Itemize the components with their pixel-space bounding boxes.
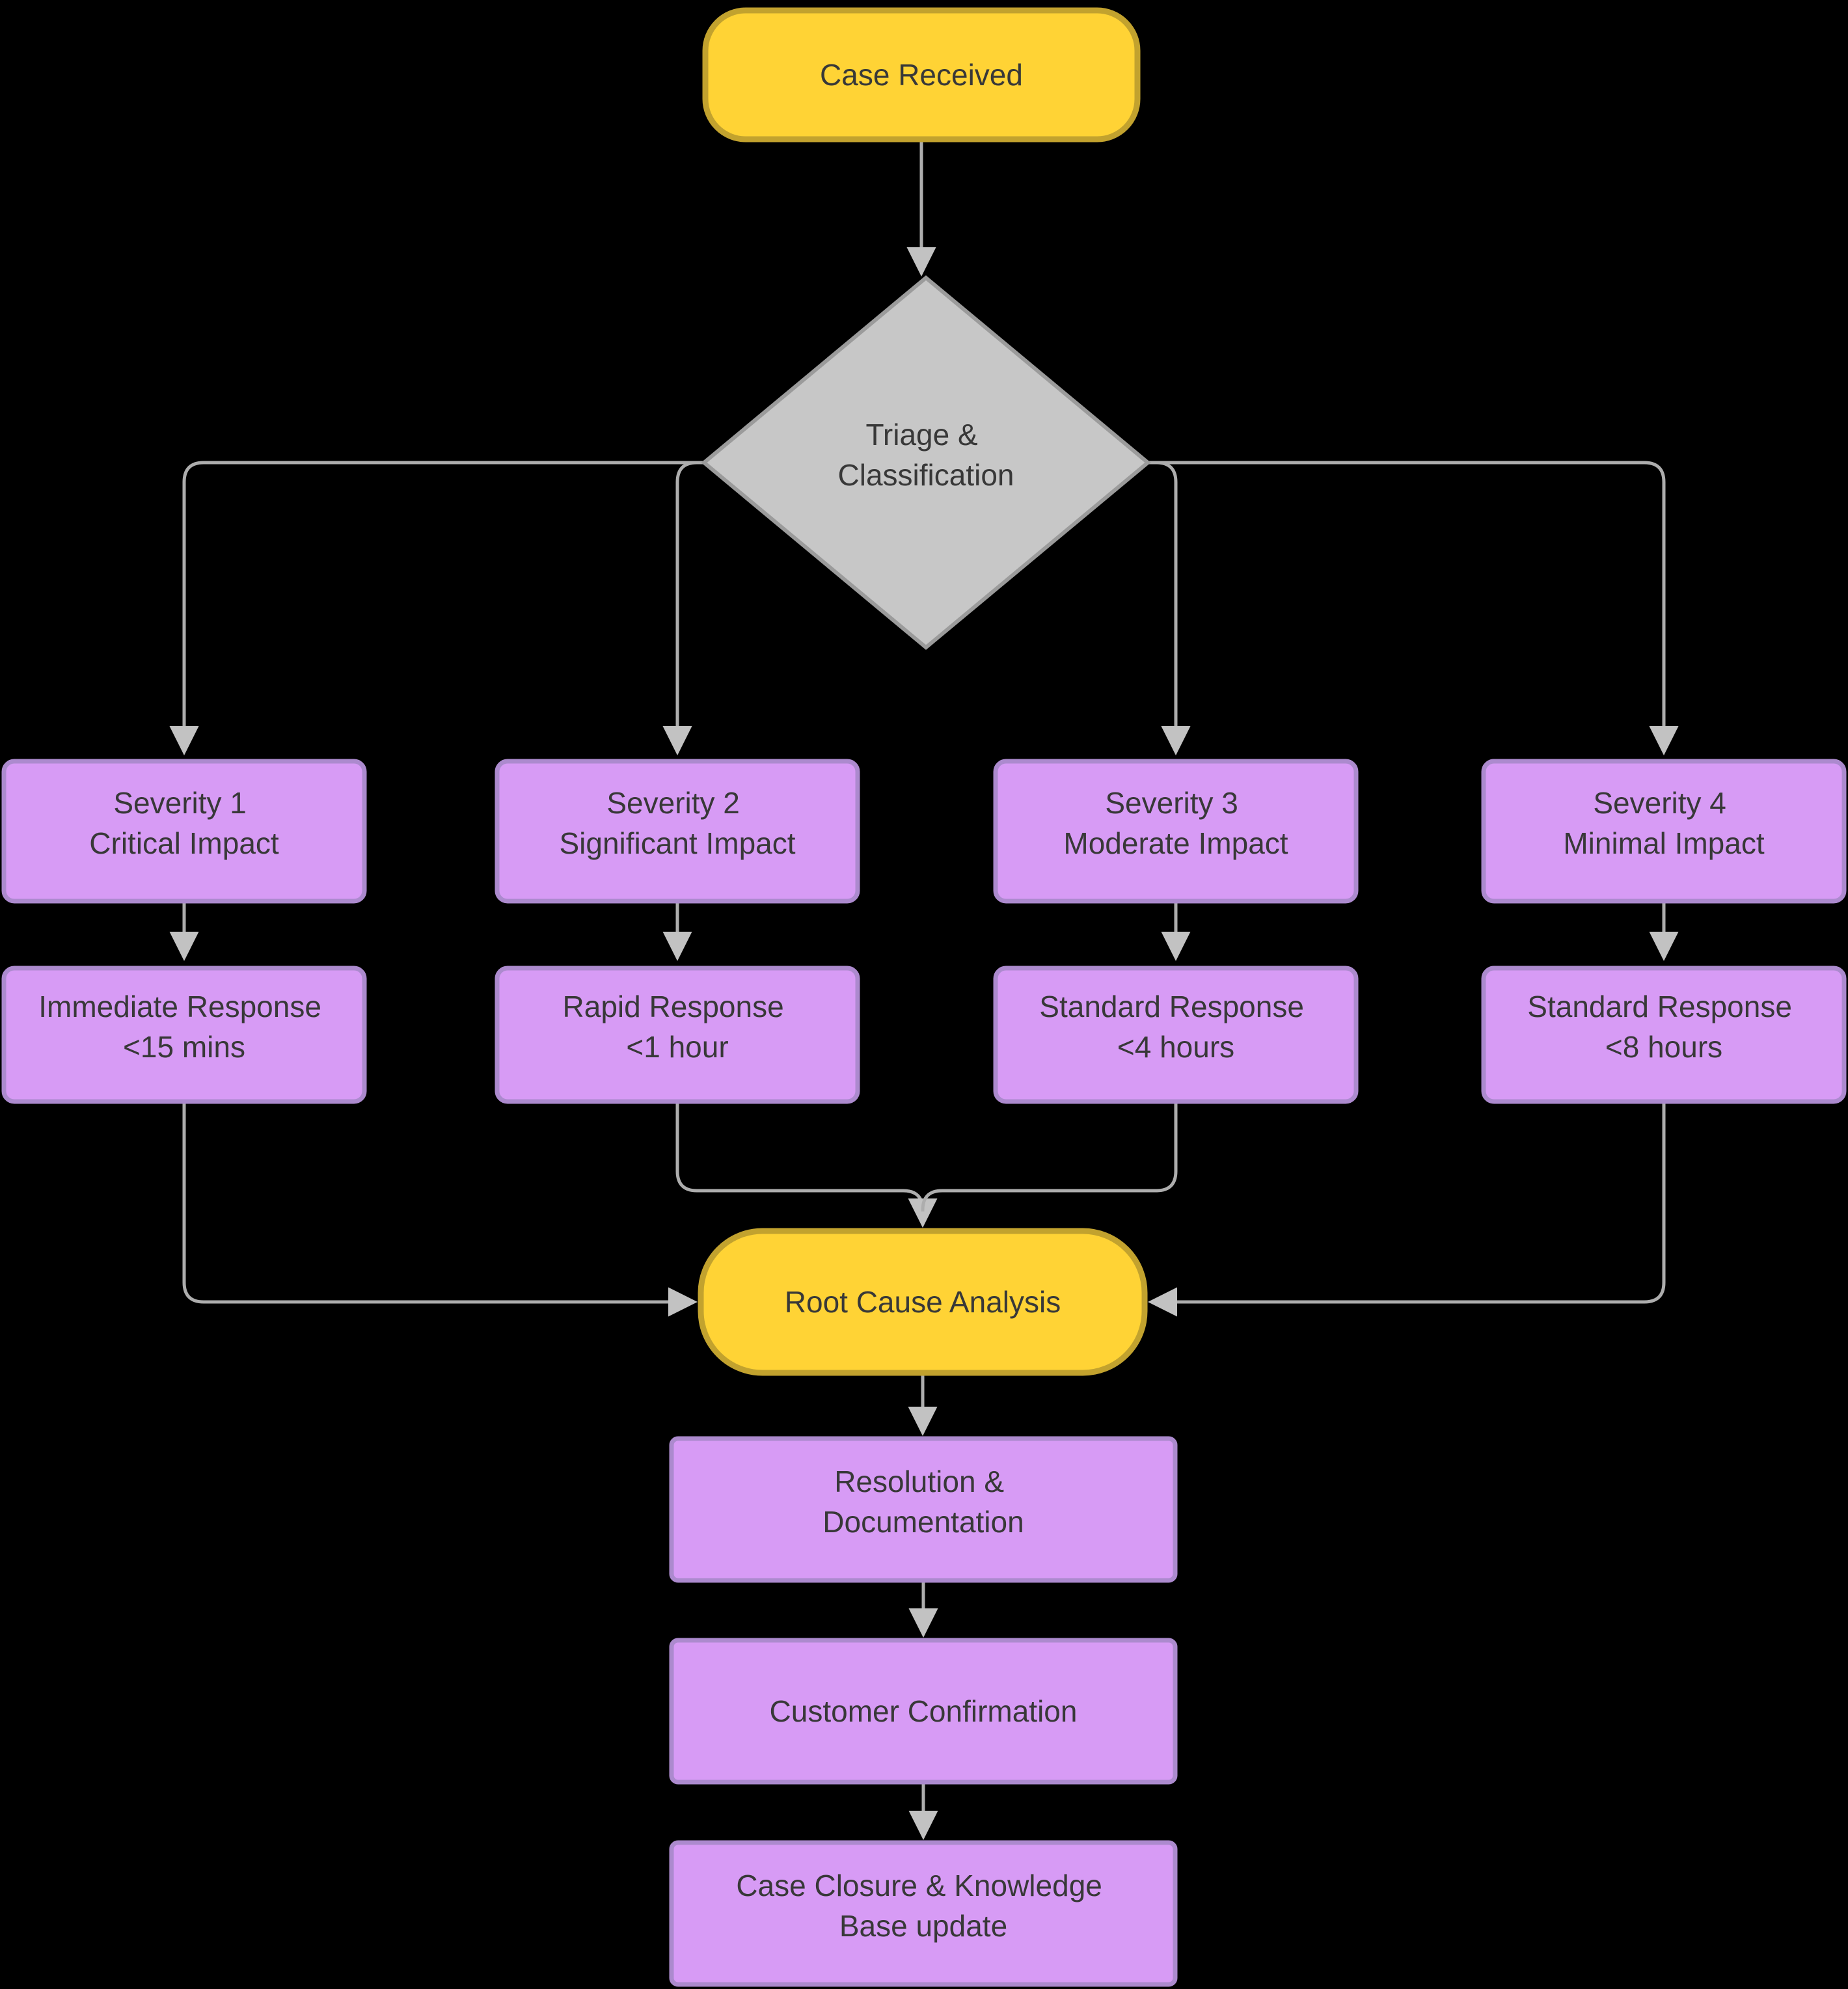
edge-response3-to-root-cause: [921, 1102, 1178, 1212]
node-severity2: Severity 2 Significant Impact: [495, 759, 860, 904]
node-severity3: Severity 3 Moderate Impact: [993, 759, 1359, 904]
resolution-shape: [669, 1436, 1178, 1583]
severity1-label: Severity 1 Critical Impact: [89, 786, 279, 860]
edge-triage-to-severity3: [1148, 461, 1191, 755]
node-severity1: Severity 1 Critical Impact: [1, 759, 367, 904]
severity2-label: Severity 2 Significant Impact: [559, 786, 795, 860]
response1-shape: [1, 966, 367, 1104]
node-response3: Standard Response <4 hours: [993, 966, 1359, 1104]
response3-label: Standard Response <4 hours: [1039, 990, 1312, 1064]
severity3-label: Severity 3 Moderate Impact: [1063, 786, 1288, 860]
response3-shape: [993, 966, 1359, 1104]
response4-label: Standard Response <8 hours: [1527, 990, 1800, 1064]
node-severity4: Severity 4 Minimal Impact: [1481, 759, 1847, 904]
case-received-label: Case Received: [820, 58, 1023, 92]
edge-response1-to-root-cause: [182, 1102, 698, 1317]
resolution-label: Resolution & Documentation: [822, 1465, 1024, 1539]
severity2-shape: [495, 759, 860, 904]
node-case-received: Case Received: [702, 7, 1141, 142]
edge-triage-to-severity1: [169, 461, 704, 755]
node-case-closure: Case Closure & Knowledge Base update: [669, 1840, 1178, 1987]
node-customer-confirmation: Customer Confirmation: [669, 1638, 1178, 1785]
node-triage-classification: Triage & Classification: [701, 275, 1151, 650]
customer-confirmation-label: Customer Confirmation: [770, 1694, 1078, 1728]
case-closure-label: Case Closure & Knowledge Base update: [736, 1869, 1110, 1943]
response4-shape: [1481, 966, 1847, 1104]
triage-label: Triage & Classification: [838, 418, 1014, 492]
customer-confirmation-shape: [669, 1638, 1178, 1785]
severity1-shape: [1, 759, 367, 904]
severity4-shape: [1481, 759, 1847, 904]
node-response1: Immediate Response <15 mins: [1, 966, 367, 1104]
node-root-cause-analysis: Root Cause Analysis: [698, 1228, 1148, 1376]
root-cause-shape: [698, 1228, 1148, 1376]
edge-triage-to-severity4: [1148, 461, 1679, 755]
node-resolution-documentation: Resolution & Documentation: [669, 1436, 1178, 1583]
root-cause-label: Root Cause Analysis: [785, 1285, 1061, 1319]
edge-triage-to-severity2: [662, 461, 704, 755]
edge-response2-to-root-cause: [675, 1102, 938, 1228]
severity3-shape: [993, 759, 1359, 904]
response2-label: Rapid Response <1 hour: [563, 990, 793, 1064]
node-response2: Rapid Response <1 hour: [495, 966, 860, 1104]
triage-diamond-shape: [701, 275, 1151, 650]
severity4-label: Severity 4 Minimal Impact: [1563, 786, 1765, 860]
response2-shape: [495, 966, 860, 1104]
case-closure-shape: [669, 1840, 1178, 1987]
response1-label: Immediate Response <15 mins: [38, 990, 329, 1064]
node-response4: Standard Response <8 hours: [1481, 966, 1847, 1104]
edge-response4-to-root-cause: [1148, 1102, 1666, 1317]
case-received-shape: [702, 7, 1141, 142]
